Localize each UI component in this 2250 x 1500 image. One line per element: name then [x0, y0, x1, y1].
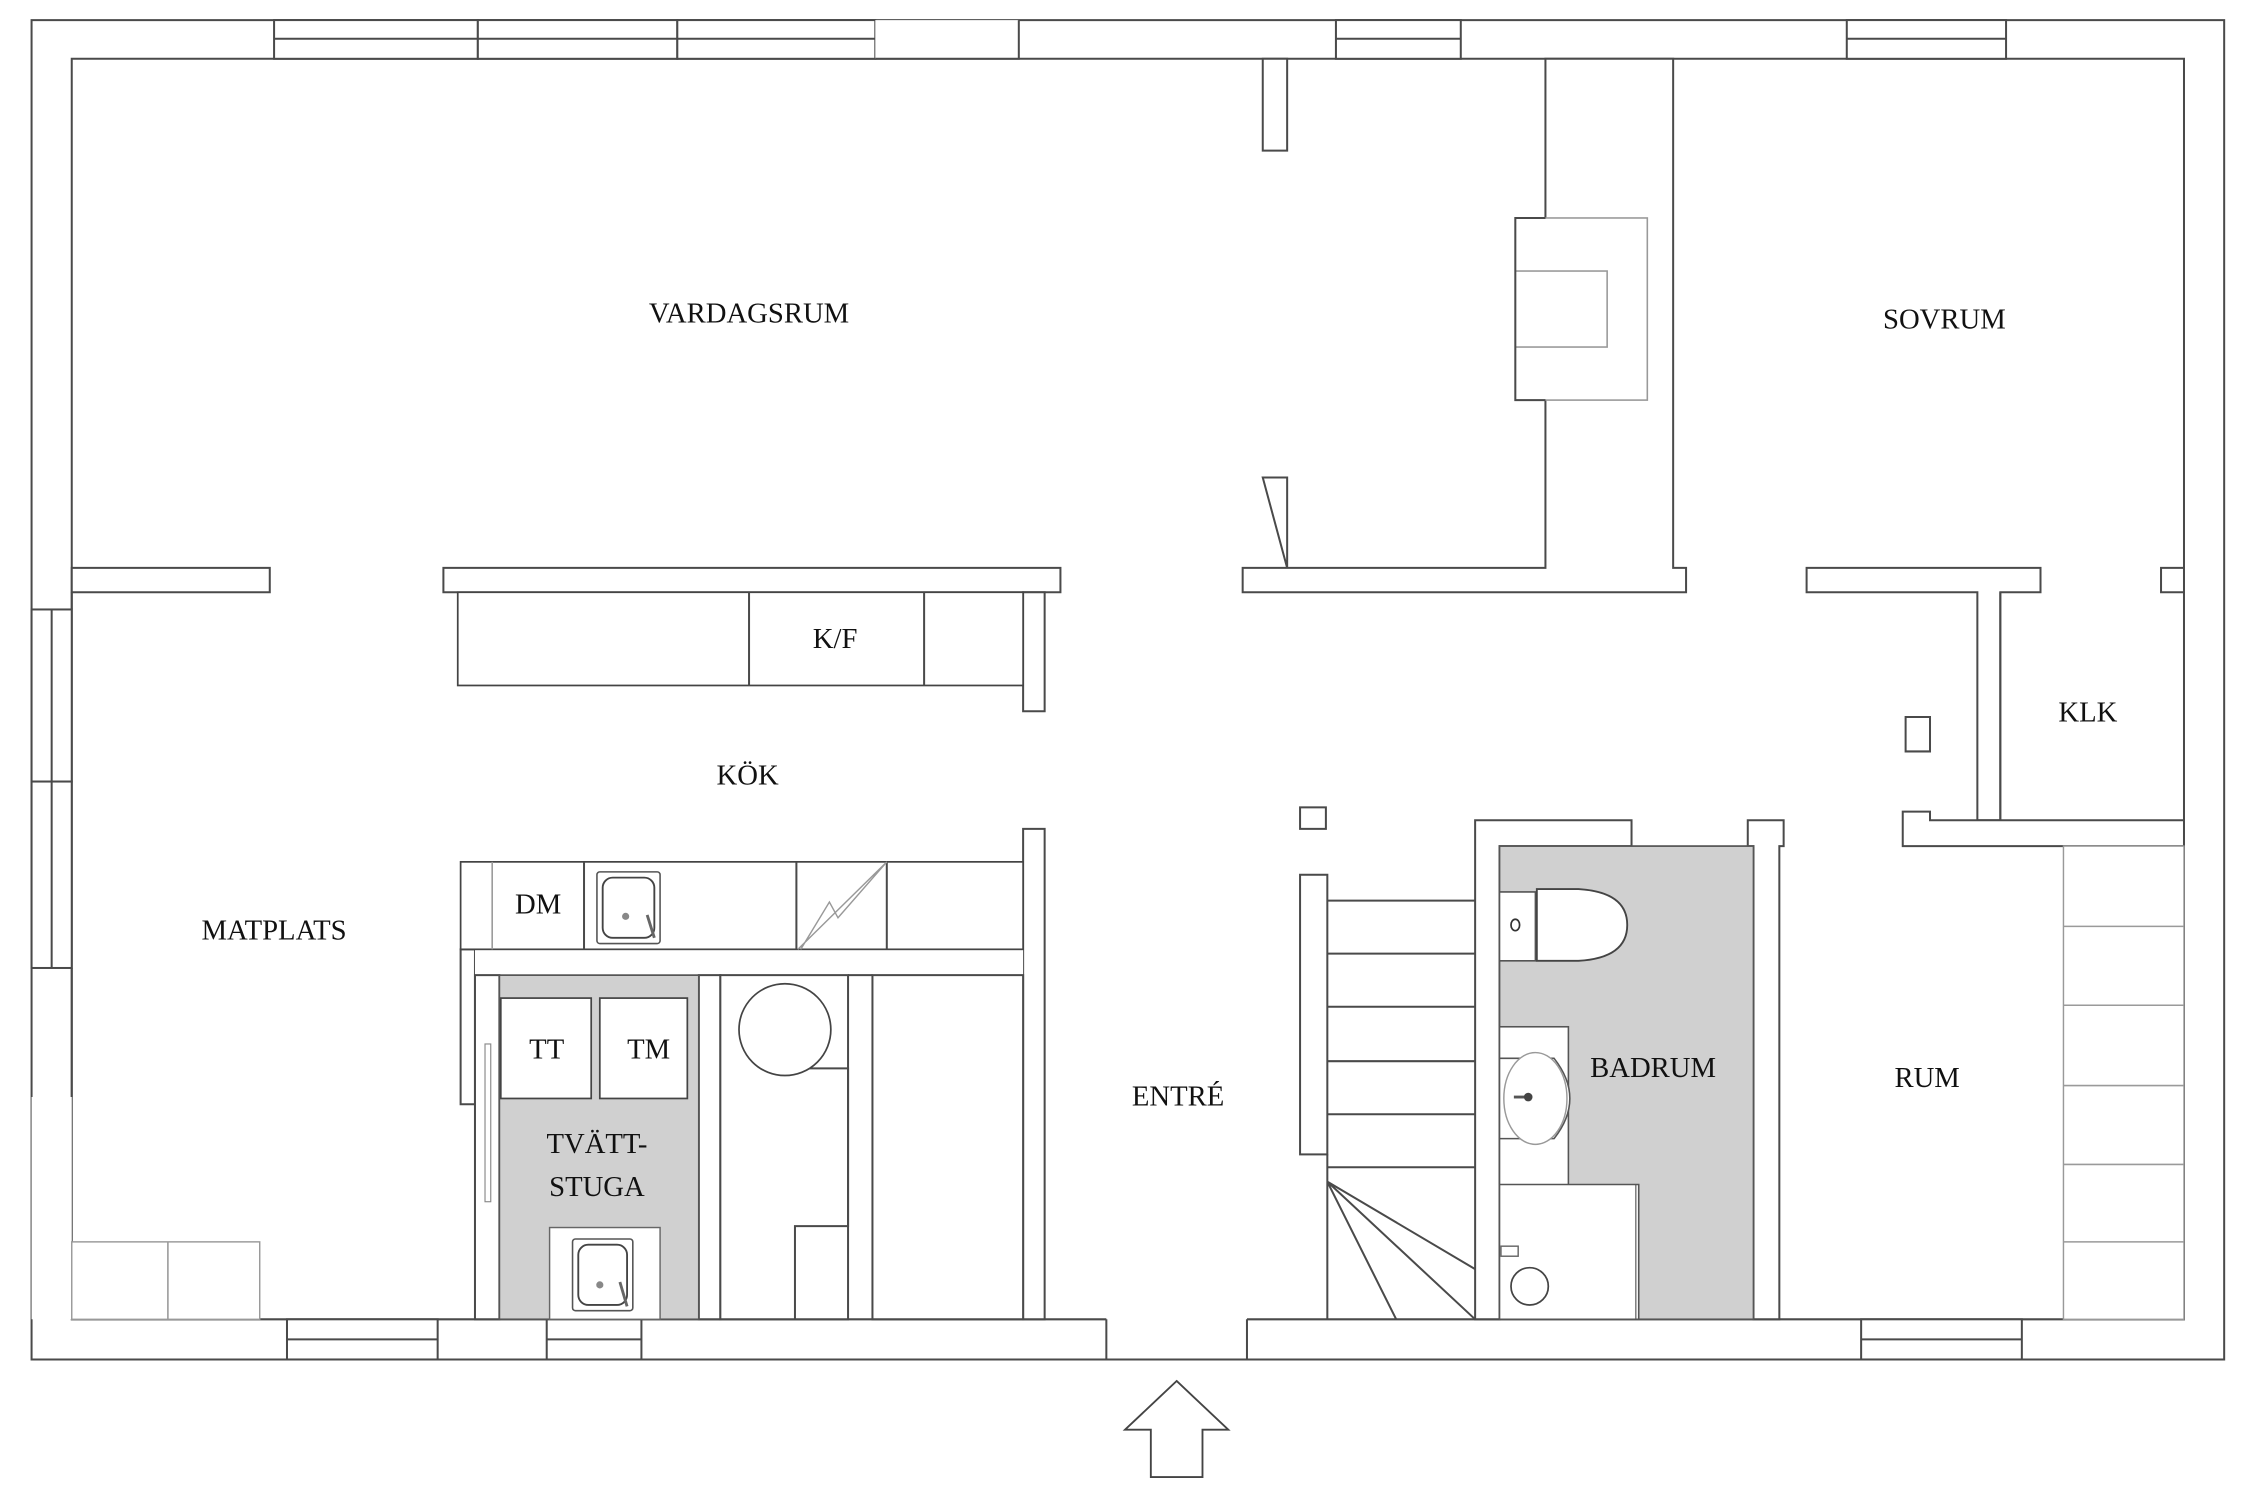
label-tvattstuga-1: TVÄTT-: [546, 1128, 647, 1160]
fireplace: [1514, 216, 1649, 402]
wardrobe: [2062, 845, 2185, 1321]
bench: [71, 1241, 261, 1321]
staircase: [1326, 899, 1476, 1321]
windows: [30, 19, 2023, 1361]
kitchen-cabinets-upper: [456, 591, 1024, 687]
label-tvattstuga-2: STUGA: [549, 1171, 645, 1203]
label-badrum: BADRUM: [1590, 1052, 1716, 1084]
laundry-sink-icon: [571, 1238, 634, 1312]
label-kf: K/F: [813, 623, 858, 655]
shower-icon: [1498, 1183, 1640, 1321]
entrance-door-opening: [1106, 1317, 1247, 1363]
laundry-room: [484, 974, 700, 1321]
label-dm: DM: [515, 888, 561, 920]
label-sovrum: SOVRUM: [1883, 303, 2006, 335]
entrance-arrow-icon: [1122, 1379, 1231, 1478]
label-klk: KLK: [2058, 696, 2117, 728]
label-kok: KÖK: [717, 759, 779, 791]
label-matplats: MATPLATS: [202, 914, 347, 946]
kitchen-sink-icon: [596, 871, 661, 945]
label-rum: RUM: [1894, 1062, 1959, 1094]
stove-icon: [797, 861, 888, 950]
bathroom: [1498, 845, 1755, 1321]
toilet-icon: [1498, 888, 1629, 962]
exterior-walls: [30, 19, 2226, 1361]
label-tm: TM: [627, 1033, 670, 1065]
label-tt: TT: [529, 1033, 565, 1065]
label-entre: ENTRÉ: [1132, 1080, 1224, 1113]
washbasin-icon: [1498, 1025, 1571, 1193]
room-labels: VARDAGSRUM SOVRUM K/F KÖK KLK MATPLATS D…: [202, 298, 2118, 1203]
label-vardagsrum: VARDAGSRUM: [649, 298, 849, 330]
kitchen-counter: [459, 860, 1024, 951]
boiler-icon: [738, 982, 832, 1077]
interior-walls: [31, 20, 2185, 1321]
